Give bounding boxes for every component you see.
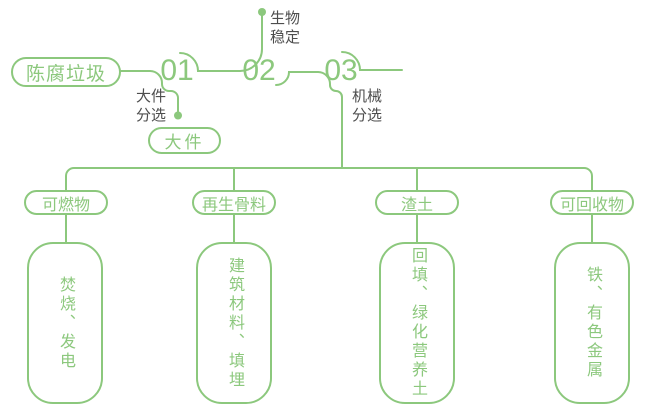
node-combustibles: 可燃物	[24, 190, 108, 215]
node-source-waste: 陈腐垃圾	[11, 57, 121, 87]
bulky-drop-dot	[174, 111, 182, 120]
stage-number-1: 01	[160, 54, 194, 87]
stage1-drop-line	[149, 70, 179, 113]
label-bio-stabilization: 生物 稳定	[270, 10, 301, 46]
box-detail-text: 铁、有色金属	[584, 266, 601, 380]
label-mechanical-sorting: 机械 分选	[352, 88, 383, 124]
node-bulky-output: 大件	[148, 127, 221, 154]
box-iron-nonferrous-metals: 铁、有色金属	[554, 242, 630, 404]
box-building-materials-landfill: 建筑材料、填埋	[196, 242, 272, 404]
stage3-top-arc	[341, 51, 403, 71]
box-detail-text: 建筑材料、填埋	[226, 256, 243, 390]
bio-stem-dot	[258, 8, 266, 16]
stage1-top-arc	[179, 52, 241, 72]
node-recycled-aggregate: 再生骨料	[192, 190, 276, 215]
stage-number-2: 02	[242, 54, 276, 87]
box-backfill-nutrient-soil: 回填、绿化营养土	[379, 242, 455, 404]
stage2-tail-arc	[275, 71, 319, 86]
box-incineration-power: 焚烧、发电	[27, 242, 103, 404]
stage3-drop-line	[317, 71, 343, 169]
label-bulky-sorting: 大件 分选	[136, 88, 167, 124]
stage2-stem-line	[239, 14, 263, 72]
node-recyclables: 可回收物	[550, 190, 634, 215]
box-detail-text: 回填、绿化营养土	[409, 247, 426, 399]
node-residue-soil: 渣土	[375, 190, 459, 215]
stage-number-3: 03	[324, 54, 358, 87]
box-detail-text: 焚烧、发电	[57, 275, 74, 371]
branch-tree-line	[65, 167, 593, 191]
